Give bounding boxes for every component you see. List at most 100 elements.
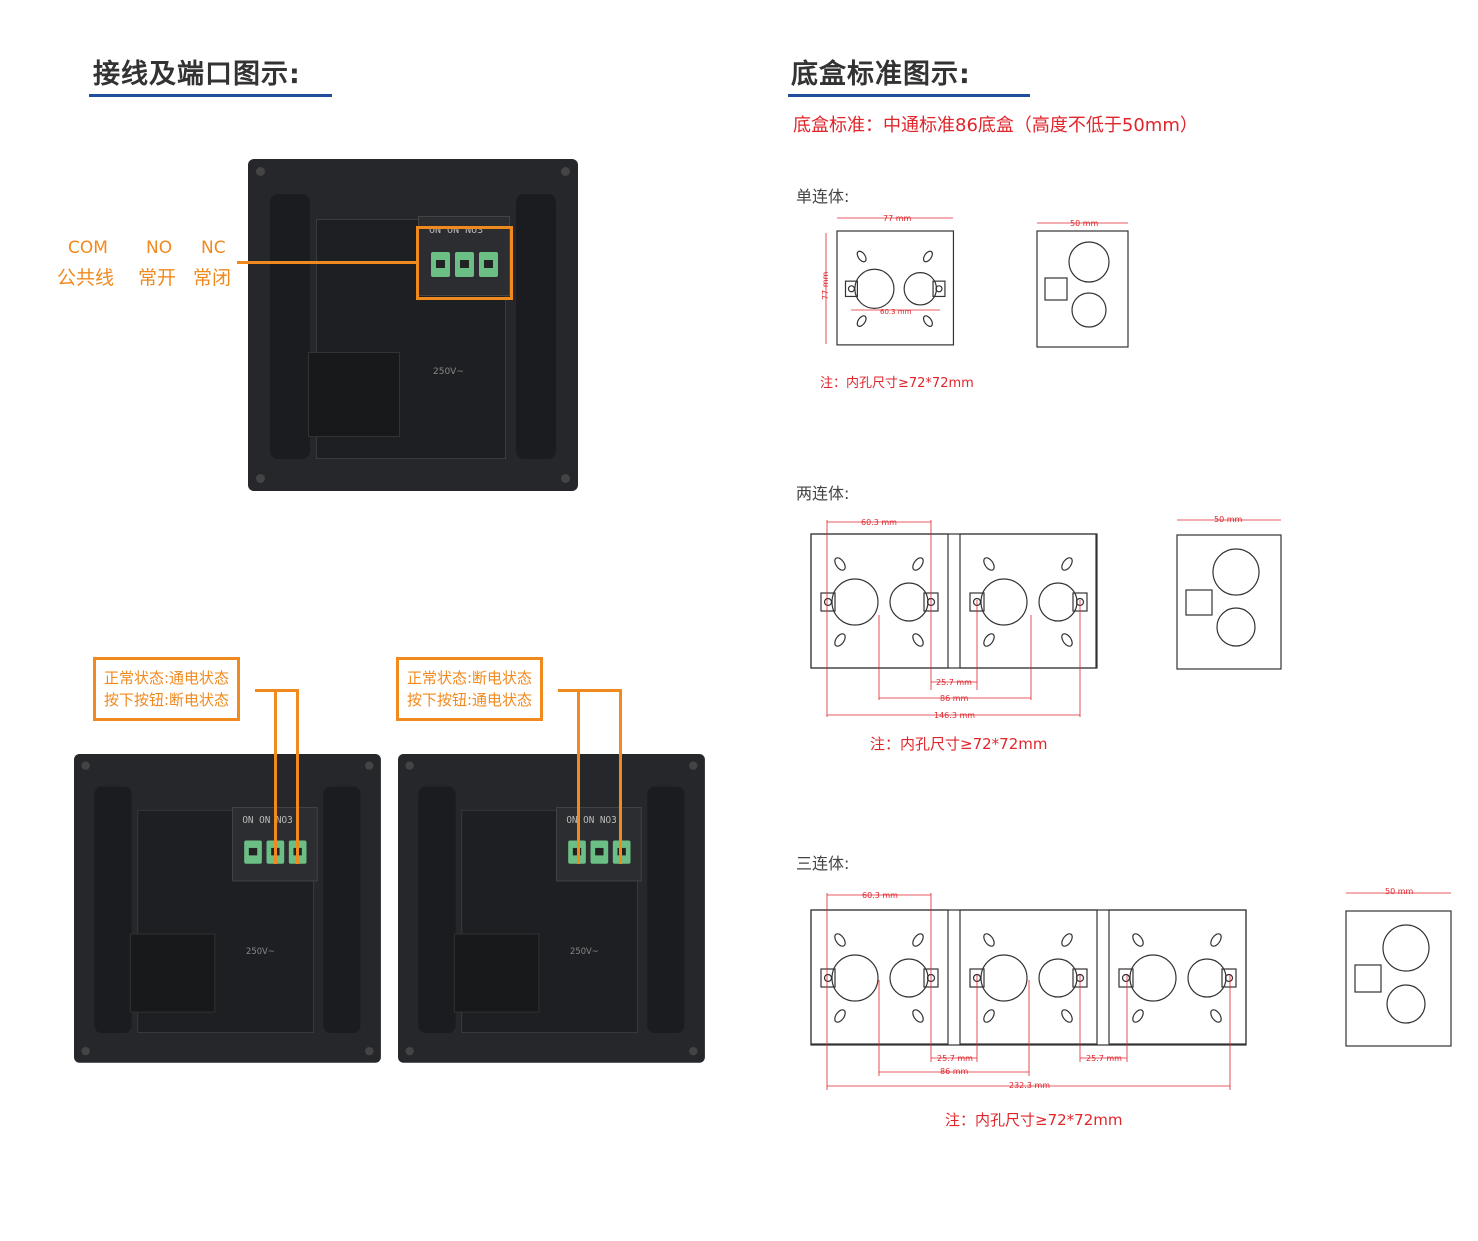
- double-gang-label: 两连体:: [796, 484, 850, 503]
- double-box-outline: [810, 533, 1097, 669]
- side-knockout-large: [1212, 548, 1260, 596]
- mounting-slot: [1061, 933, 1073, 947]
- relay-block: [308, 352, 400, 437]
- callout-leader: [558, 689, 622, 692]
- dim-single-height: 77 mm: [821, 271, 830, 300]
- terminal-no: [455, 252, 474, 277]
- dim-triple-hole-spacing: 60.3 mm: [862, 891, 898, 900]
- triple-gang-note: 注：内孔尺寸≥72*72mm: [945, 1111, 1123, 1129]
- mounting-slot: [1132, 933, 1144, 947]
- mounting-slot: [834, 1009, 846, 1023]
- terminal-marking: ON ON NO3: [429, 225, 484, 236]
- side-knockout-small: [1216, 607, 1256, 647]
- mounting-ear: [820, 968, 836, 988]
- single-gang-note: 注：内孔尺寸≥72*72mm: [820, 376, 974, 391]
- terminal-block: ON ON NO3: [556, 807, 642, 882]
- side-view-outline: [1345, 910, 1452, 1047]
- mounting-slot: [856, 250, 867, 263]
- box-unit-outline: [836, 230, 955, 346]
- side-tab: [1185, 589, 1213, 616]
- terminal-no: [590, 840, 609, 864]
- rating-marking: 250V~: [570, 947, 599, 957]
- box-unit-outline: [810, 533, 949, 669]
- left-rail: [270, 194, 310, 459]
- side-tab: [1044, 277, 1068, 301]
- screw-hole: [561, 474, 570, 483]
- screw-hole: [81, 761, 90, 770]
- mounting-slot: [1210, 1009, 1222, 1023]
- dim-double-total: 146.3 mm: [934, 711, 975, 720]
- left-rail: [418, 786, 456, 1033]
- dim-triple-gap-2: 25.7 mm: [1086, 1054, 1122, 1063]
- callout-line: 正常状态:通电状态: [104, 669, 230, 687]
- mounting-ear: [820, 592, 836, 612]
- mounting-slot: [1132, 1009, 1144, 1023]
- right-rail: [323, 786, 361, 1033]
- port-code-no: NO: [146, 238, 173, 258]
- title-underline: [788, 94, 1030, 97]
- dim-single-width: 77 mm: [883, 214, 912, 223]
- mounting-slot: [912, 633, 924, 647]
- knockout-small: [889, 582, 929, 622]
- screw-hole: [823, 973, 833, 983]
- mounting-slot: [912, 1009, 924, 1023]
- knockout-small: [1038, 582, 1078, 622]
- screw-hole: [561, 167, 570, 176]
- dim-single-hole-spacing: 60.3 mm: [880, 308, 912, 316]
- port-label-no: 常开: [138, 267, 177, 289]
- terminal-highlight-box: [416, 226, 513, 300]
- side-view-outline: [1036, 230, 1129, 348]
- callout-line: 按下按钮:断电状态: [104, 691, 230, 709]
- mounting-ear: [844, 280, 858, 298]
- callout-leader: [577, 689, 580, 864]
- screw-hole: [405, 761, 414, 770]
- left-rail: [94, 786, 132, 1033]
- box-unit-outline: [959, 533, 1098, 669]
- knockout-large: [980, 954, 1028, 1002]
- screw-hole: [365, 761, 374, 770]
- mounting-ear: [1118, 968, 1134, 988]
- port-leader-line: [237, 261, 417, 264]
- terminal-nc: [479, 252, 498, 277]
- dim-single-depth: 50 mm: [1070, 219, 1099, 228]
- box-unit-outline: [810, 909, 949, 1045]
- screw-hole: [689, 761, 698, 770]
- screw-hole: [823, 597, 833, 607]
- switch-back-photo: ON ON NO3 250V~: [248, 159, 578, 491]
- mounting-slot: [983, 1009, 995, 1023]
- switch-back-photo-normally-open: ON ON NO3 250V~: [398, 754, 705, 1063]
- mounting-slot: [1210, 933, 1222, 947]
- port-code-com: COM: [68, 238, 108, 258]
- terminal-marking: ON ON NO3: [566, 815, 617, 826]
- knockout-small: [903, 272, 938, 306]
- terminal-com: [431, 252, 450, 277]
- box-unit-outline: [1108, 909, 1247, 1045]
- mounting-slot: [912, 557, 924, 571]
- terminal-block: ON ON NO3: [418, 216, 510, 296]
- dim-triple-pitch: 86 mm: [940, 1067, 969, 1076]
- title-underline: [89, 94, 332, 97]
- rating-marking: 250V~: [246, 947, 275, 957]
- rating-marking: 250V~: [433, 367, 464, 377]
- relay-block: [129, 933, 216, 1013]
- side-view-outline: [1176, 534, 1282, 670]
- port-label-com: 公共线: [57, 267, 115, 289]
- knockout-large: [980, 578, 1028, 626]
- knockout-small: [889, 958, 929, 998]
- double-gang-note: 注：内孔尺寸≥72*72mm: [870, 735, 1048, 753]
- side-knockout-large: [1382, 924, 1430, 972]
- terminal-com: [244, 840, 262, 864]
- terminal-marking: ON ON NO3: [242, 815, 293, 826]
- side-tab: [1354, 964, 1382, 993]
- screw-hole: [1224, 973, 1234, 983]
- right-rail: [516, 194, 556, 459]
- screw-hole: [256, 167, 265, 176]
- knockout-large: [854, 268, 895, 309]
- screw-hole: [365, 1046, 374, 1056]
- knockout-large: [1129, 954, 1177, 1002]
- callout-nc-wiring: 正常状态:通电状态 按下按钮:断电状态: [93, 657, 241, 721]
- mounting-slot: [856, 315, 867, 327]
- screw-hole: [81, 1046, 90, 1056]
- screw-hole: [935, 285, 943, 293]
- mounting-slot: [1061, 1009, 1073, 1023]
